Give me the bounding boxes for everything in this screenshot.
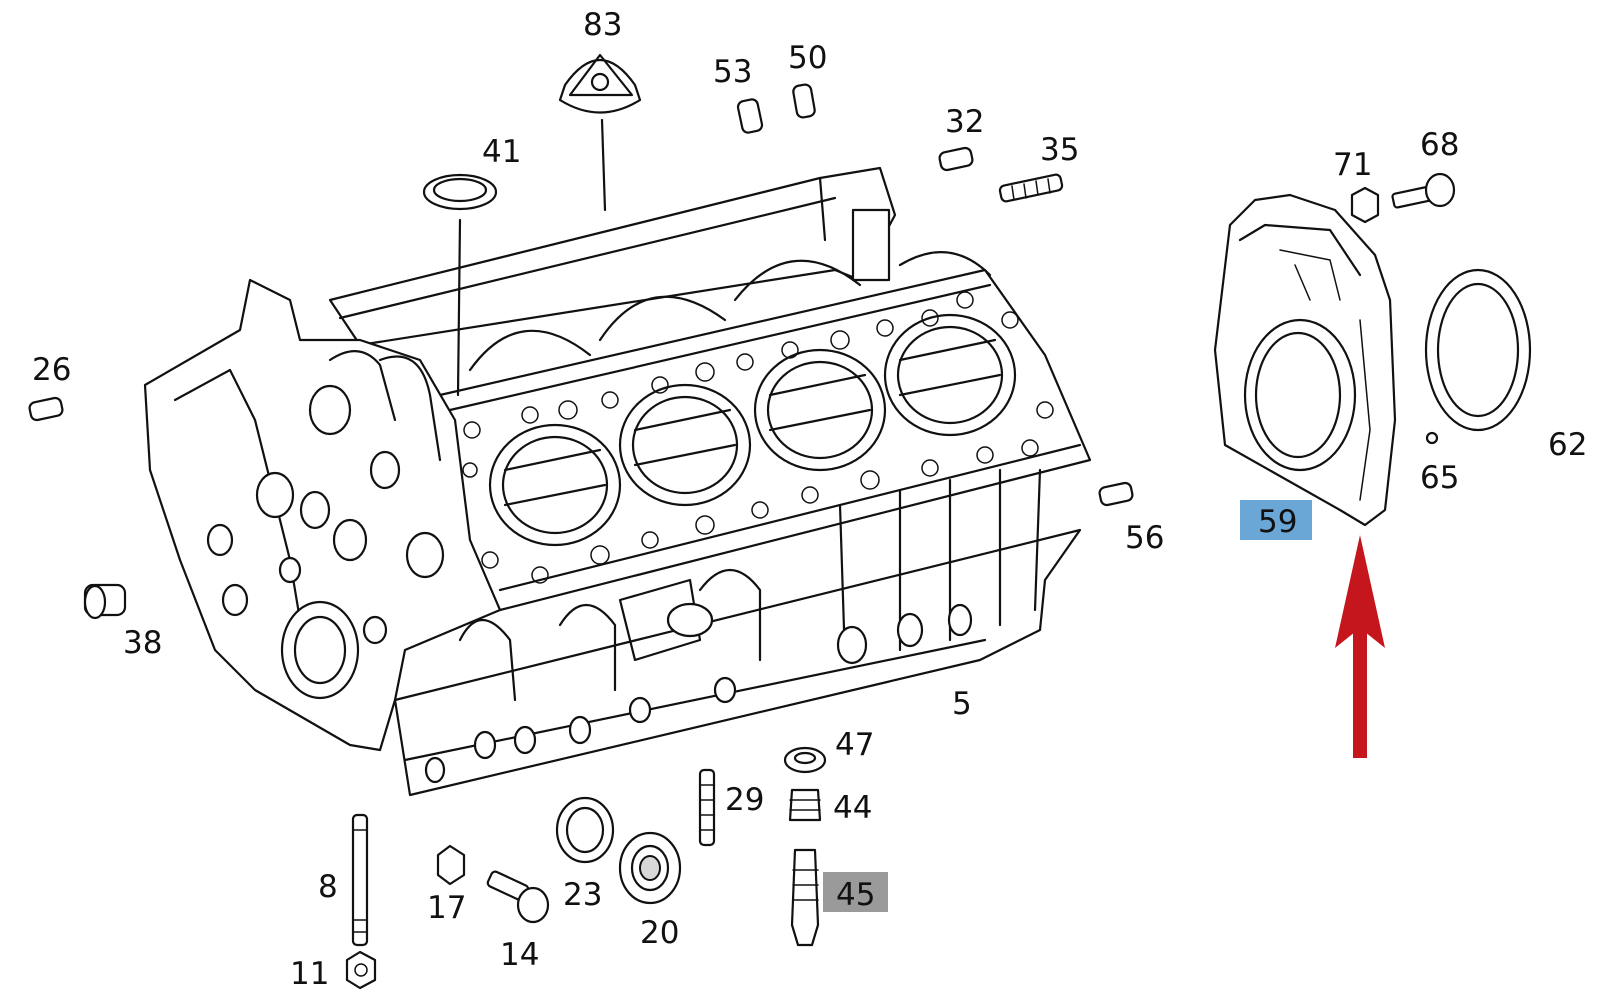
part-62-seal bbox=[1424, 268, 1532, 432]
part-59-rear-cover bbox=[1213, 193, 1397, 527]
part-26-pin bbox=[28, 396, 64, 422]
part-29-stud bbox=[698, 768, 716, 847]
label-41: 41 bbox=[482, 134, 521, 170]
part-50-pin bbox=[792, 83, 816, 119]
part-8-stud bbox=[351, 813, 369, 947]
label-35: 35 bbox=[1040, 132, 1079, 168]
label-14: 14 bbox=[500, 937, 539, 973]
label-65: 65 bbox=[1420, 460, 1459, 496]
red-up-arrow bbox=[1335, 535, 1385, 758]
label-71: 71 bbox=[1333, 147, 1372, 183]
part-65-dowel bbox=[1425, 431, 1439, 445]
part-11-nut bbox=[345, 950, 377, 990]
engine-block bbox=[143, 166, 1092, 797]
part-14-bolt bbox=[486, 870, 550, 924]
part-56-pin bbox=[1098, 481, 1134, 507]
part-23-ring bbox=[555, 796, 615, 864]
part-45-valve bbox=[790, 848, 820, 947]
label-56: 56 bbox=[1125, 520, 1164, 556]
part-41-seal bbox=[422, 173, 498, 397]
label-45-highlight bbox=[823, 872, 888, 912]
label-45: 45 bbox=[836, 877, 875, 913]
label-62: 62 bbox=[1548, 427, 1587, 463]
part-71-nut bbox=[1350, 186, 1380, 224]
part-53-pin bbox=[736, 98, 764, 134]
part-38-plug bbox=[83, 583, 127, 620]
label-8: 8 bbox=[318, 869, 338, 905]
label-29: 29 bbox=[725, 782, 764, 818]
part-44-plug bbox=[788, 788, 822, 822]
label-20: 20 bbox=[640, 915, 679, 951]
part-32-pin bbox=[938, 146, 974, 172]
label-59: 59 bbox=[1258, 504, 1297, 540]
part-17-nut bbox=[436, 844, 466, 886]
label-68: 68 bbox=[1420, 127, 1459, 163]
label-83: 83 bbox=[583, 7, 622, 43]
label-38: 38 bbox=[123, 625, 162, 661]
part-35-stud bbox=[998, 173, 1064, 203]
part-68-bolt bbox=[1391, 172, 1456, 209]
label-53: 53 bbox=[713, 54, 752, 90]
label-47: 47 bbox=[835, 727, 874, 763]
label-50: 50 bbox=[788, 40, 827, 76]
part-labels: 83 53 50 41 32 35 71 68 26 62 65 59 56 3… bbox=[32, 7, 1587, 992]
label-26: 26 bbox=[32, 352, 71, 388]
label-17: 17 bbox=[427, 890, 466, 926]
part-20-plug bbox=[618, 831, 682, 905]
label-5: 5 bbox=[952, 686, 972, 722]
part-47-seal bbox=[783, 746, 827, 774]
label-23: 23 bbox=[563, 877, 602, 913]
label-44: 44 bbox=[833, 790, 872, 826]
label-11: 11 bbox=[290, 956, 329, 992]
label-32: 32 bbox=[945, 104, 984, 140]
label-59-highlight bbox=[1240, 500, 1312, 540]
part-83-mount bbox=[558, 53, 642, 212]
